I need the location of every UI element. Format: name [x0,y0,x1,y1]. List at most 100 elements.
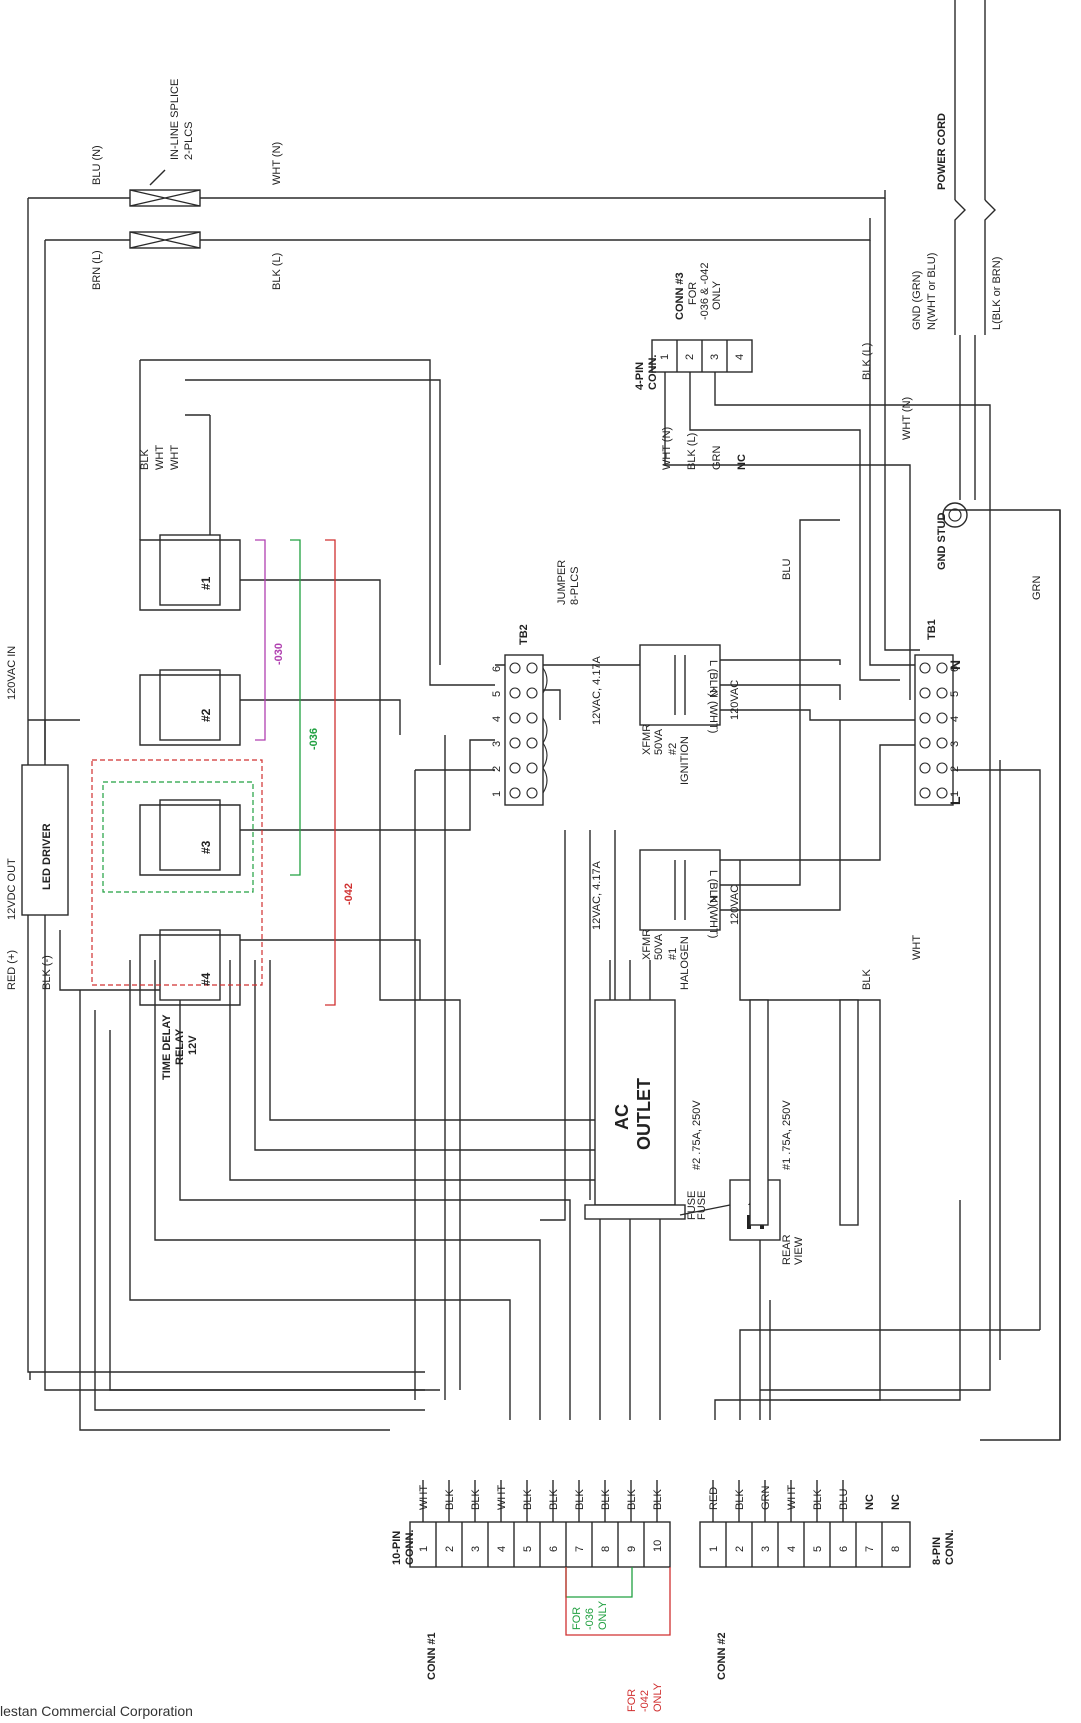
conn1-wire-1: WHT [418,1485,430,1510]
label-for036-2: -036 [584,1608,596,1630]
label-for042: FOR [626,1689,638,1712]
label-conn2: CONN #2 [716,1632,728,1680]
label-v12-xfmr1: 12VAC, 4.17A [591,860,603,930]
label-xfmr1-c: #1 [667,948,679,960]
conn1-pin-3: 3 [470,1546,482,1552]
label-conn1: CONN #1 [426,1632,438,1680]
conn1-pin-9: 9 [626,1546,638,1552]
label-for036-3: ONLY [597,1600,609,1630]
conn2-pin-4: 4 [786,1546,798,1552]
conn1-wire-6: BLK [548,1489,560,1510]
relay-label-4: #4 [199,972,213,986]
label-led-driver: LED DRIVER [41,823,53,890]
tb1-pin-6: 6 [949,666,961,672]
label-xfmr2-b: 50VA [653,728,665,755]
tb1-pin-5: 5 [949,691,961,697]
label-conn3-for: FOR [687,282,699,305]
fuse-2 [839,999,859,1226]
conn2-8pin [699,1480,911,1568]
label-red-plus: RED (+) [6,950,18,990]
relay-label-1: #1 [199,576,213,590]
label-tb1: TB1 [926,619,938,640]
gnd-stud-icon [942,502,968,528]
tb2-pin-1: 1 [491,791,503,797]
label-n-wht-xfmr2: N (WHT) [707,690,719,733]
conn1-wire-9: BLK [626,1489,638,1510]
label-xfmr2-d: IGNITION [679,736,691,785]
conn1-10pin [409,1480,671,1636]
label-outlet: OUTLET [634,1078,654,1150]
conn1-wire-4: WHT [496,1485,508,1510]
conn1-pin-10: 10 [652,1540,664,1552]
wire-label-8: BLK [861,969,873,990]
conn2-wire-7: NC [864,1494,876,1510]
tb1-terminal-block [914,502,968,806]
tb2-terminal-block [504,654,548,806]
conn2-pin-1: 1 [708,1546,720,1552]
led-driver [21,764,69,916]
label-xfmr1-a: XFMR [641,929,653,960]
conn3-pin-1: 1 [659,354,671,360]
label-conn3: CONN #3 [674,272,686,320]
conn1-pin-2: 2 [444,1546,456,1552]
wire-label-1: BLK [139,449,151,470]
conn3-pin-2: 2 [684,354,696,360]
wire-label-4: BLU [781,559,793,580]
label-opt042: -042 [343,883,355,905]
conn3-pin-4: 4 [734,354,746,360]
relay-label-2: #2 [199,708,213,722]
conn1-pin-6: 6 [548,1546,560,1552]
label-fuse-2: #2 .75A, 250V [691,1100,703,1170]
conn1-wire-7: BLK [574,1489,586,1510]
inline-splices [129,169,201,249]
conn3-wire-3: GRN [711,446,723,471]
label-conn3-for-3: ONLY [711,280,723,310]
tb1-pin-3: 3 [949,741,961,747]
tb1-pin-1: 1 [949,791,961,797]
wire-label-5: GRN [1031,576,1043,601]
conn3-pin-3: 3 [709,354,721,360]
label-8pin: 8-PIN [931,1537,943,1565]
conn2-wire-5: BLK [812,1489,824,1510]
labels: POWER CORD IN-LINE SPLICE 2-PLCS BLU (N)… [6,79,1003,1712]
label-inline-splice-2: 2-PLCS [183,121,195,160]
wire-label-7: WHT (N) [901,397,913,440]
conn2-pin-2: 2 [734,1546,746,1552]
label-l-blk-brn: L(BLK or BRN) [991,257,1003,330]
label-4pin-2: CONN. [647,355,659,390]
label-120vac-xfmr1: 120VAC [729,885,741,925]
label-conn3-for-2: -036 & -042 [699,263,711,320]
wire-label-9: WHT [911,935,923,960]
fuse-1 [749,999,769,1226]
tb1-n: N [947,660,963,670]
label-opt036: -036 [308,728,320,750]
label-relay-12v: 12V [187,1035,199,1055]
label-l-blk-xfmr2: L (BLK) [707,660,719,697]
label-tb2: TB2 [518,624,530,645]
tb2-pin-4: 4 [491,716,503,722]
label-fuse-a: FUSE [686,1191,698,1220]
label-wht-n: WHT (N) [271,142,283,185]
conn2-wire-3: GRN [760,1486,772,1511]
label-blk-l: BLK (L) [271,253,283,290]
option-042-box [91,759,263,986]
conn1-pin-5: 5 [522,1546,534,1552]
label-blk-minus: BLK (-) [41,955,53,990]
label-jumper-2: 8-PLCS [569,566,581,605]
conn1-pin-1: 1 [418,1546,430,1552]
conn1-pin-4: 4 [496,1546,508,1552]
transformers [639,644,721,931]
label-rear-view-2: VIEW [793,1236,805,1265]
tb2-pin-6: 6 [491,666,503,672]
conn3-wire-2: BLK (L) [686,433,698,470]
time-delay-relays [91,534,263,1006]
tb2-pin-2: 2 [491,766,503,772]
label-4pin: 4-PIN [634,362,646,390]
conn3-wire-4: NC [736,454,748,470]
conn2-pin-7: 7 [864,1546,876,1552]
conn2-wire-6: BLU [838,1489,850,1510]
tb2-pin-5: 5 [491,691,503,697]
conn1-wire-2: BLK [444,1489,456,1510]
relay-label-3: #3 [199,840,213,854]
